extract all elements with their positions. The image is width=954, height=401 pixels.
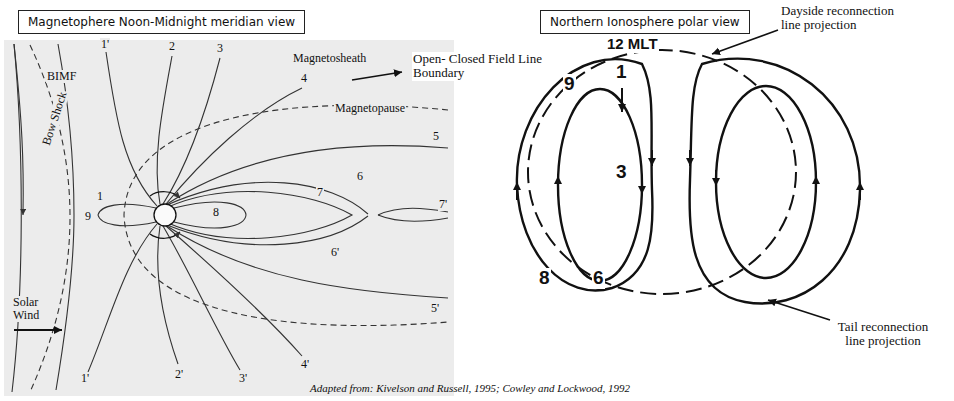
figure-label: Solar Wind xyxy=(12,296,54,322)
callout-number: 2' xyxy=(174,368,184,381)
callout-number: 9 xyxy=(84,210,92,223)
callout-number: 6 xyxy=(356,170,364,183)
earth xyxy=(154,204,176,226)
convection-cells xyxy=(517,50,860,304)
callout-number: 1 xyxy=(615,62,628,83)
scan-ground xyxy=(4,40,454,396)
callout-number: 7 xyxy=(316,186,324,199)
callout-number: 1' xyxy=(80,372,90,385)
callout-number: 8 xyxy=(538,268,551,289)
callout-number: 9 xyxy=(563,74,576,95)
figure-label: Magnetopause xyxy=(334,102,406,115)
heading-box: Magnetophere Noon-Midnight meridian view xyxy=(18,10,305,34)
figure-label: 12 MLT xyxy=(606,36,659,53)
callout-number: 2 xyxy=(168,40,176,53)
callout-number: 4' xyxy=(300,358,310,371)
callout-number: 3 xyxy=(216,42,224,55)
callout-number: 7' xyxy=(438,198,448,211)
figure-label: Tail reconnection line projection xyxy=(836,320,930,349)
leader-arrows xyxy=(712,30,830,320)
callout-number: 3' xyxy=(238,372,248,385)
callout-number: 8 xyxy=(212,206,220,219)
callout-number: 5 xyxy=(432,130,440,143)
figure-label: Open- Closed Field Line Boundary xyxy=(412,52,546,81)
callout-number: 6 xyxy=(592,268,605,289)
callout-number: 6' xyxy=(330,246,340,259)
field-lines xyxy=(12,44,448,392)
figure-label: Dayside reconnection line projection xyxy=(780,4,914,33)
callout-number: 5' xyxy=(430,302,440,315)
source-caption: Adapted from: Kivelson and Russell, 1995… xyxy=(310,382,630,394)
heading-text: Northern Ionosphere polar view xyxy=(550,15,740,29)
heading-box: Northern Ionosphere polar view xyxy=(540,10,750,34)
callout-number: 3 xyxy=(615,162,628,183)
heading-text: Magnetophere Noon-Midnight meridian view xyxy=(28,15,295,29)
callout-number: 4 xyxy=(300,72,308,85)
callout-number: 1 xyxy=(96,190,104,203)
figure-label: BIMF xyxy=(46,70,77,83)
callout-number: 1' xyxy=(100,38,110,51)
flow-arrows xyxy=(517,88,860,200)
figure-label: Magnetosheath xyxy=(292,52,367,65)
